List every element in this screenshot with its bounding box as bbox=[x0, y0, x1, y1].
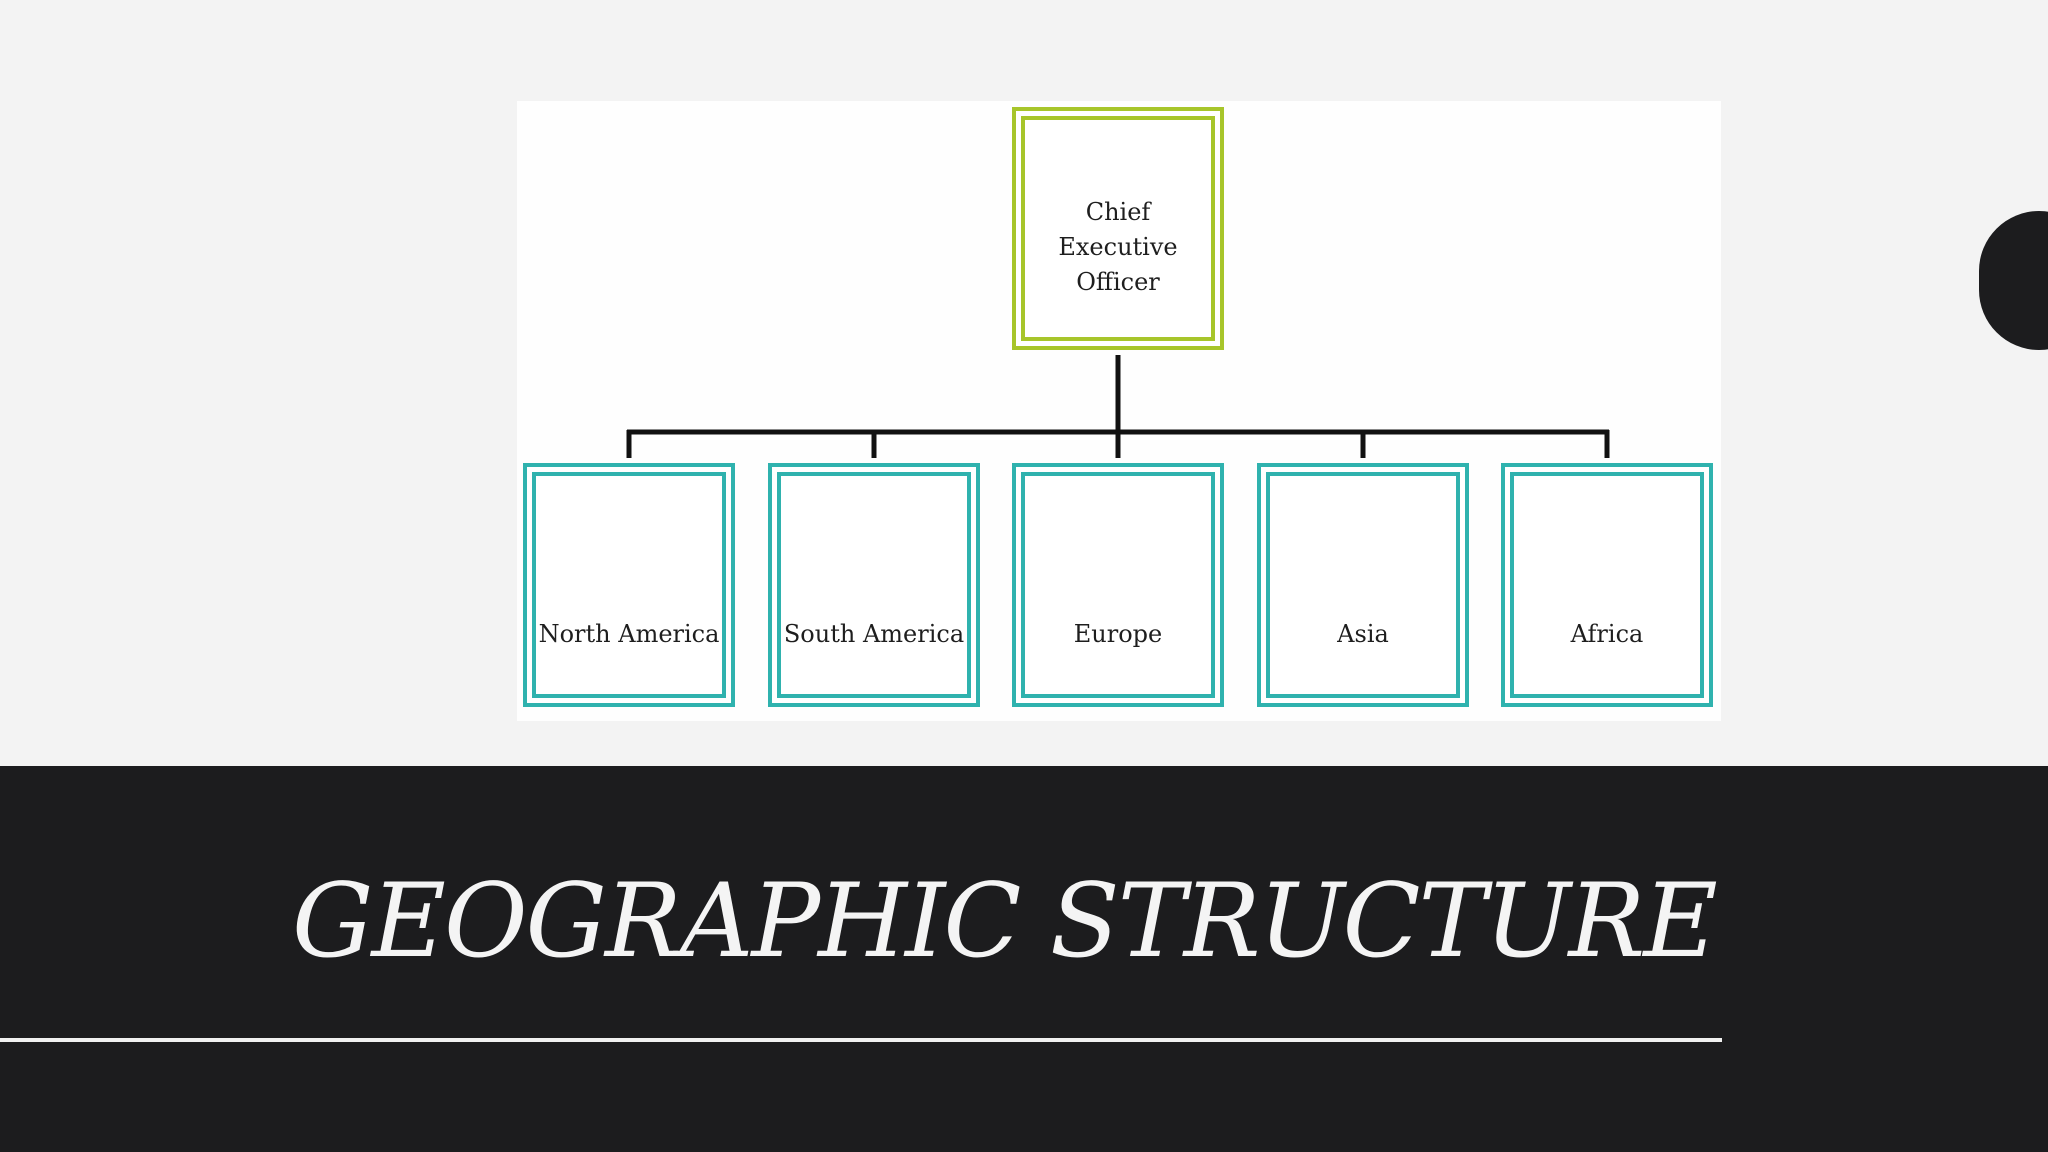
region-node-africa: Africa bbox=[1501, 463, 1713, 707]
title-band bbox=[0, 766, 2048, 1152]
region-label-africa: Africa bbox=[1570, 620, 1644, 648]
ceo-node: Chief Executive Officer bbox=[1012, 107, 1224, 350]
region-label-north-america: North America bbox=[538, 620, 720, 648]
region-label-south-america: South America bbox=[783, 620, 965, 648]
region-label-europe: Europe bbox=[1073, 620, 1163, 648]
region-node-south-america: South America bbox=[768, 463, 980, 707]
slide-title: GEOGRAPHIC STRUCTURE bbox=[292, 862, 1718, 981]
region-label-asia: Asia bbox=[1337, 620, 1389, 648]
region-node-europe: Europe bbox=[1012, 463, 1224, 707]
region-node-asia: Asia bbox=[1257, 463, 1469, 707]
title-underline-rule bbox=[0, 1038, 1722, 1042]
region-node-north-america: North America bbox=[523, 463, 735, 707]
ceo-label: Chief Executive Officer bbox=[1058, 198, 1178, 296]
